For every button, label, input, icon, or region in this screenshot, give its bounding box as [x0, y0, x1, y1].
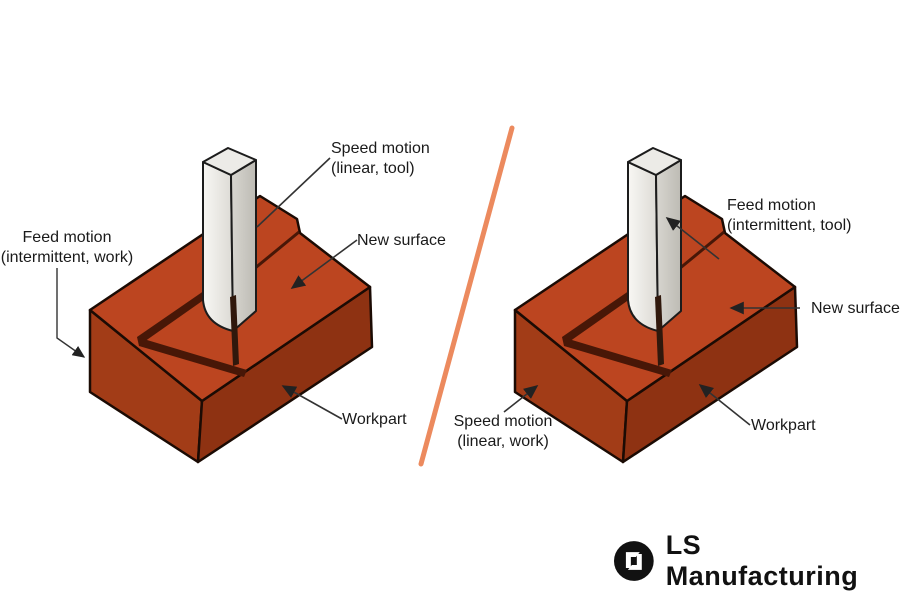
- ls-monogram-icon: [613, 541, 654, 581]
- speed-motion-label-left: Speed motion (linear, tool): [331, 139, 430, 179]
- speed-motion-line2: (linear, tool): [331, 160, 415, 177]
- brand-lockup: LS Manufacturing: [612, 530, 900, 592]
- new-surface-label-left: New surface: [357, 232, 446, 249]
- new-surface-label-right: New surface: [811, 300, 900, 317]
- brand-name: LS Manufacturing: [665, 530, 859, 591]
- workpart-label-left: Workpart: [342, 411, 407, 428]
- feed-motion-line2: (intermittent, work): [0, 249, 134, 266]
- speed-motion-line1: Speed motion: [453, 413, 553, 430]
- feed-motion-label-right: Feed motion (intermittent, tool): [727, 196, 851, 236]
- feed-motion-line1: Feed motion: [727, 197, 816, 214]
- workpart-label-right: Workpart: [751, 417, 816, 434]
- feed-motion-line1: Feed motion: [22, 229, 112, 246]
- feed-motion-label-left: Feed motion (intermittent, work): [0, 228, 134, 268]
- speed-motion-line1: Speed motion: [331, 140, 430, 157]
- feed-motion-line2: (intermittent, tool): [727, 217, 852, 234]
- speed-motion-label-right: Speed motion (linear, work): [449, 412, 557, 452]
- speed-motion-line2: (linear, work): [457, 433, 549, 450]
- workpiece-and-tool: [88, 146, 374, 464]
